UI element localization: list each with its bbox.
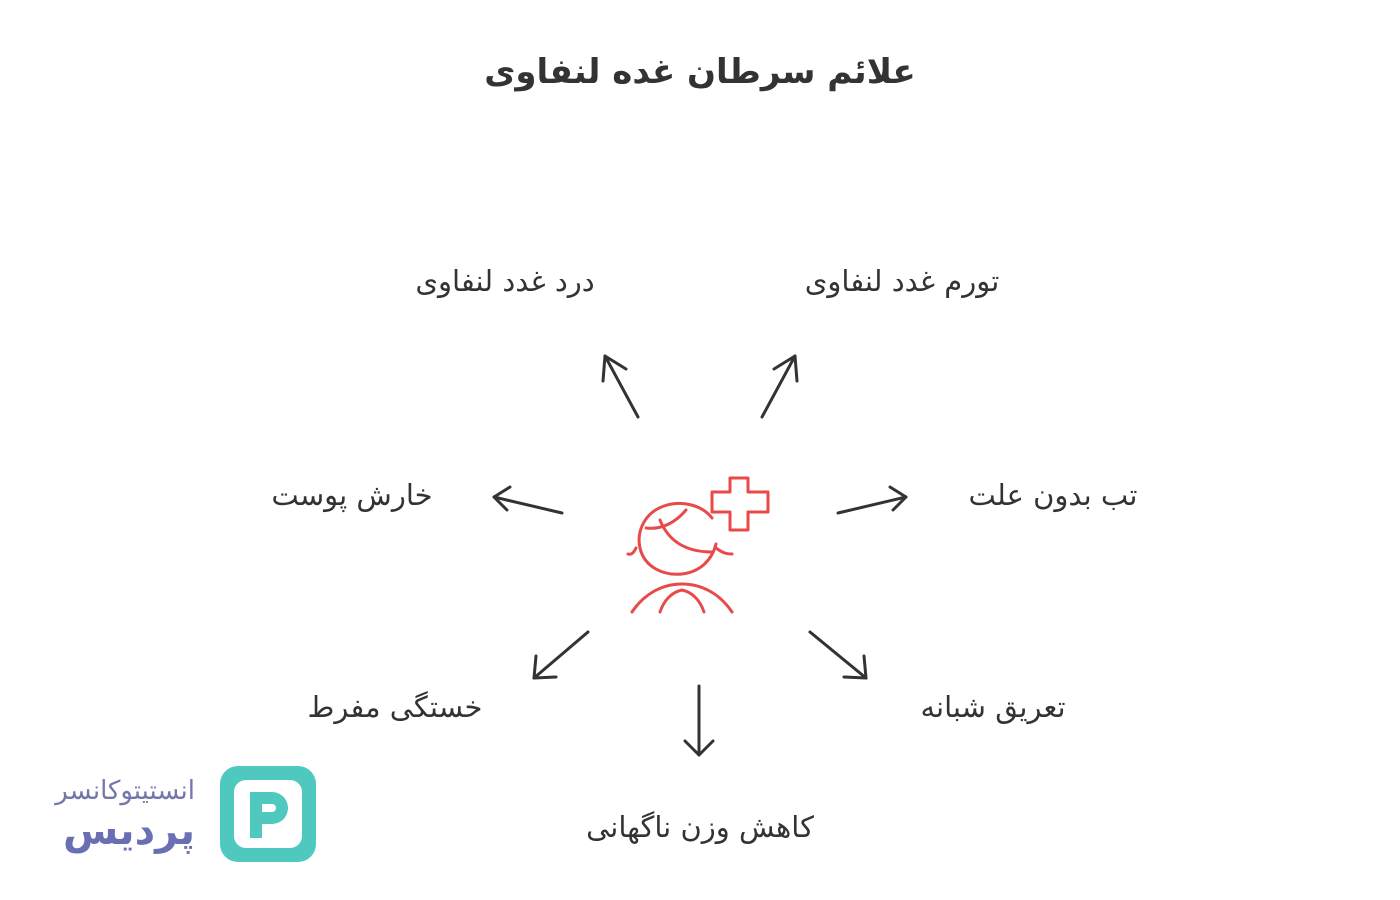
symptom-weight-loss: کاهش وزن ناگهانی [586,810,814,844]
arrow-to-night-sweats [808,630,868,680]
symptom-fatigue: خستگی مفرط [307,690,483,724]
logo-institute-text: انستیتوکانسر [55,776,195,806]
arrow-to-weight-loss [683,684,715,757]
arrow-to-fatigue [532,630,590,680]
diagram-title: علائم سرطان غده لنفاوی [484,52,916,92]
arrow-to-swollen-nodes [760,354,799,419]
arrow-to-fever [836,485,908,515]
symptom-node-pain: درد غدد لنفاوی [415,264,595,298]
arrow-to-node-pain [601,354,640,419]
symptom-night-sweats: تعریق شبانه [920,690,1066,724]
symptom-fever: تب بدون علت [968,478,1138,512]
logo-pardis-text: پردیس [63,808,195,854]
patient-with-medical-cross-icon [626,476,770,614]
pardis-logo: انستیتوکانسر پردیس [30,762,330,870]
arrow-to-itchy-skin [492,485,564,515]
symptom-swollen-nodes: تورم غدد لنفاوی [804,264,1000,298]
logo-p-icon [220,766,316,862]
symptom-itchy-skin: خارش پوست [271,478,433,512]
